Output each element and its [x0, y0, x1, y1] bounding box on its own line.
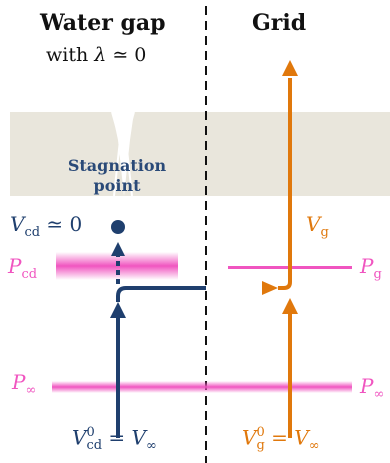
stagnation-point-marker: [111, 220, 125, 234]
blue-dotted-arrow: [111, 242, 125, 256]
left-header-title: Water gap: [40, 10, 166, 36]
v-g-label: Vg: [306, 212, 329, 240]
blue-turn: [116, 286, 206, 302]
left-subtitle-prefix: with: [46, 44, 95, 66]
right-wall-block: [124, 112, 390, 196]
water-gap-notch: [111, 111, 135, 197]
blue-stem-arrow: [110, 302, 126, 318]
left-header-subtitle: with λ ≃ 0: [46, 46, 146, 65]
stagnation-line-1: Stagnation: [67, 156, 167, 175]
orange-corner: [278, 78, 292, 290]
p-inf-right-label: P∞: [360, 374, 385, 402]
v-cd-label: Vcd ≃ 0: [10, 212, 83, 240]
p-inf-left-label: P∞: [12, 370, 37, 398]
p-inf-band: [52, 381, 352, 393]
mixed-streamline-arrow: [262, 281, 278, 295]
orange-top-arrow: [282, 60, 298, 76]
left-subtitle-suffix: ≃ 0: [106, 44, 147, 66]
right-header-title: Grid: [252, 10, 307, 36]
stagnation-label: Stagnation point: [52, 158, 182, 194]
p-g-label: Pg: [360, 254, 382, 282]
p-cd-label: Pcd: [8, 254, 38, 282]
orange-stem-arrow: [282, 298, 298, 314]
left-wall-block: [10, 112, 124, 196]
stagnation-line-2: point: [93, 176, 141, 195]
lambda-symbol: λ: [94, 44, 107, 66]
